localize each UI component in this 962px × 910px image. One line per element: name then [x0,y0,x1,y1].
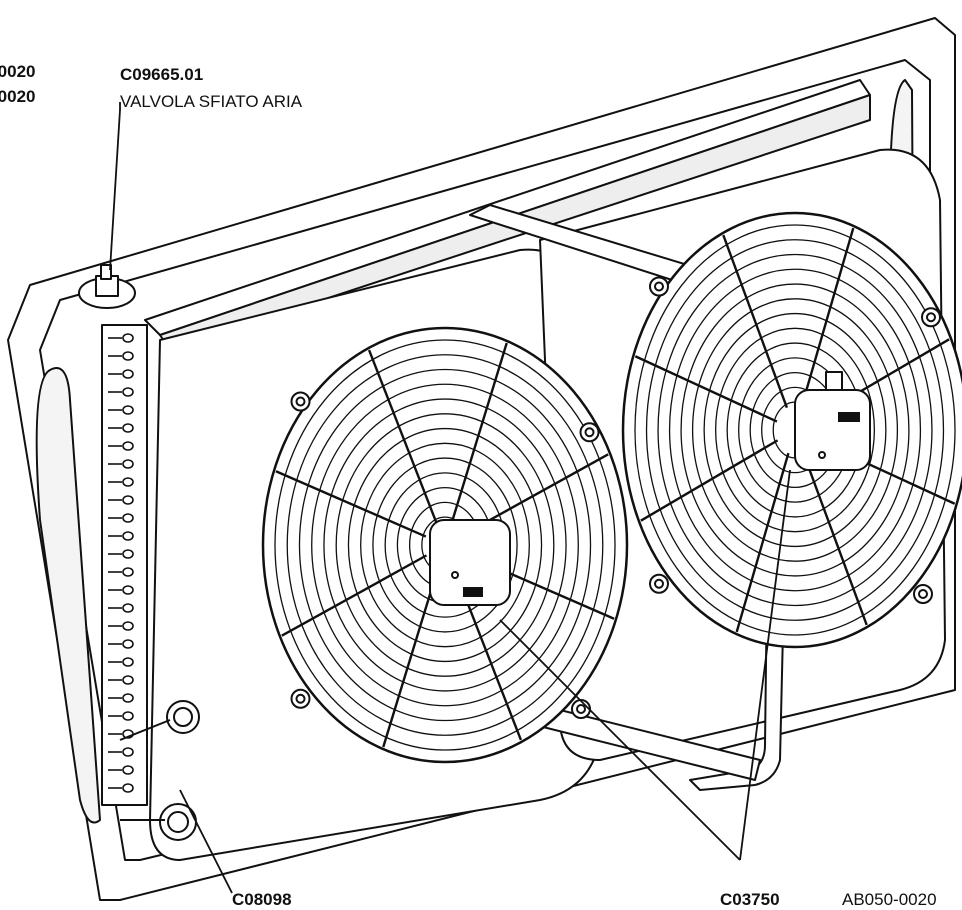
valve-part-code: C09665.01 [120,65,204,84]
connector-part-code: C08098 [232,890,292,909]
motor-box-left [429,519,511,606]
air-vent-valve [78,264,136,309]
leader-lines [109,102,791,894]
part-code-left-1: -0020 [0,62,36,81]
fan-part-code: C03750 [720,890,780,909]
coil-frame [101,324,148,806]
coil-tubes [108,333,134,793]
fan-reference-code: AB050-0020 [842,890,937,909]
part-code-left-2: -0020 [0,87,36,106]
pipe-connectors [119,700,200,841]
fan-guard-right [621,211,962,649]
motor-box-right [794,371,871,471]
left-handle-slot [35,367,101,824]
valve-description: VALVOLA SFIATO ARIA [120,92,303,111]
